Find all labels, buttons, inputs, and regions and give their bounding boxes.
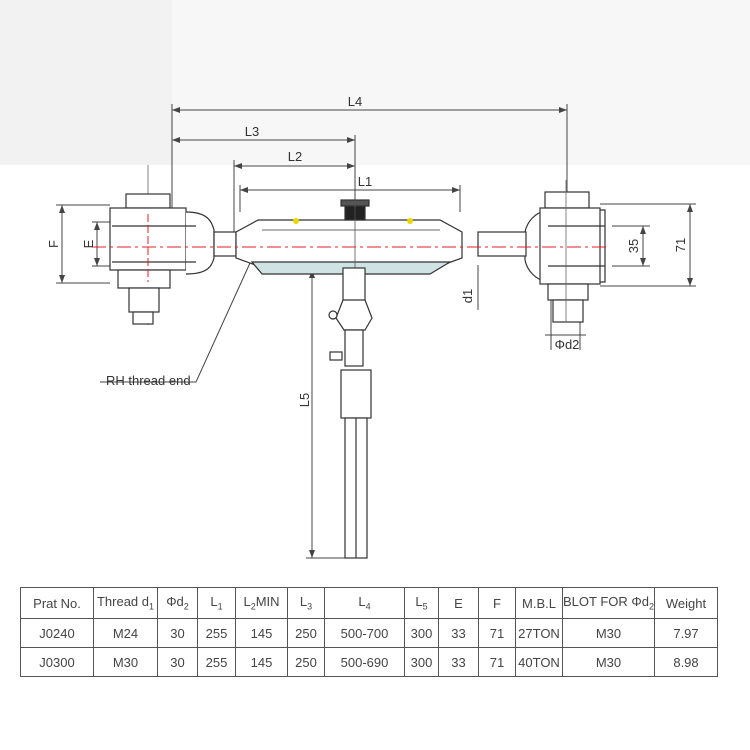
label-l1: L1: [358, 174, 372, 189]
table-row: J0240 M24 30 255 145 250 500-700 300 33 …: [20, 618, 718, 648]
table-cell: 71: [478, 647, 516, 677]
header-cell: L3: [287, 587, 325, 619]
label-l2: L2: [288, 149, 302, 164]
table-cell: 500-690: [324, 647, 405, 677]
table-cell: 300: [404, 647, 439, 677]
label-l4: L4: [348, 94, 362, 109]
label-f: F: [46, 240, 61, 248]
header-cell: Weight: [654, 587, 718, 619]
table-cell: 300: [404, 618, 439, 648]
dimension-arrows: [59, 107, 693, 558]
header-cell: Thread d1: [93, 587, 158, 619]
table-cell: 8.98: [654, 647, 718, 677]
table-cell: 145: [235, 647, 288, 677]
background-panel: [0, 0, 172, 165]
label-l5: L5: [297, 393, 312, 407]
label-e: E: [81, 239, 96, 248]
header-cell: M.B.L: [515, 587, 563, 619]
table-cell: 71: [478, 618, 516, 648]
label-d1: d1: [460, 289, 475, 303]
table-cell: 33: [438, 618, 479, 648]
header-cell: E: [438, 587, 479, 619]
table-cell: 30: [157, 618, 198, 648]
table-cell: J0300: [20, 647, 94, 677]
table-cell: 255: [197, 647, 236, 677]
header-cell: F: [478, 587, 516, 619]
label-35: 35: [626, 239, 641, 253]
header-cell: BLOT FOR Φd2: [562, 587, 655, 619]
table-header-row: Prat No. Thread d1 Φd2 L1 L2MIN L3 L4 L5…: [20, 587, 718, 619]
table-cell: M30: [93, 647, 158, 677]
label-l3: L3: [245, 124, 259, 139]
table-cell: 250: [287, 618, 325, 648]
header-cell: L5: [404, 587, 439, 619]
ratchet-handle: [328, 267, 373, 559]
table-cell: 255: [197, 618, 236, 648]
label-phi-d2: Φd2: [555, 337, 580, 352]
spec-table: Prat No. Thread d1 Φd2 L1 L2MIN L3 L4 L5…: [20, 587, 718, 677]
header-cell: L2MIN: [235, 587, 288, 619]
table-cell: J0240: [20, 618, 94, 648]
header-cell: Φd2: [157, 587, 198, 619]
label-71: 71: [673, 238, 688, 252]
table-cell: 33: [438, 647, 479, 677]
table-cell: M24: [93, 618, 158, 648]
table-cell: M30: [562, 618, 655, 648]
label-rh-thread-end: RH thread end: [106, 373, 191, 388]
header-cell: L4: [324, 587, 405, 619]
table-cell: 250: [287, 647, 325, 677]
table-cell: 30: [157, 647, 198, 677]
header-cell: L1: [197, 587, 236, 619]
table-cell: 500-700: [324, 618, 405, 648]
table-row: J0300 M30 30 255 145 250 500-690 300 33 …: [20, 647, 718, 677]
table-cell: 40TON: [515, 647, 563, 677]
table-cell: 7.97: [654, 618, 718, 648]
table-cell: M30: [562, 647, 655, 677]
table-cell: 27TON: [515, 618, 563, 648]
dimension-lines: [56, 104, 696, 559]
header-cell: Prat No.: [20, 587, 94, 619]
turnbuckle-drawing: L4 L3 L2 L1 F E 35 71 d1 L5 Φd2 RH threa…: [0, 0, 696, 559]
table-cell: 145: [235, 618, 288, 648]
right-clevis: [477, 180, 606, 323]
left-clevis: [109, 165, 237, 325]
